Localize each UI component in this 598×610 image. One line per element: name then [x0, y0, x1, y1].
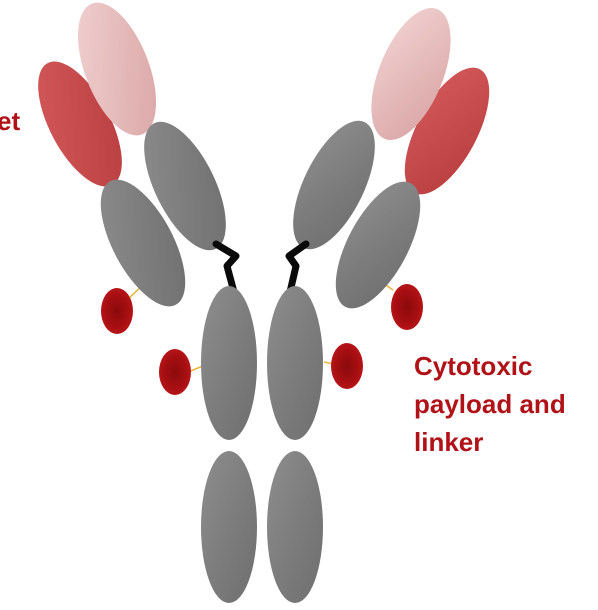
payload-label-line-1: Cytotoxic: [414, 351, 532, 381]
payload-label: Cytotoxic payload and linker: [414, 351, 566, 457]
left-fab: [21, 0, 243, 319]
red-drop-icon: [159, 349, 191, 395]
hinge-region: [216, 244, 306, 292]
fc-region: [201, 286, 323, 603]
fc-right-ch3-domain: [267, 451, 323, 603]
payload-label-line-3: linker: [414, 427, 483, 457]
payload-label-line-2: payload and: [414, 389, 566, 419]
fc-left-ch3-domain: [201, 451, 257, 603]
fc-left-ch2-domain: [201, 286, 257, 440]
right-fab: [276, 0, 506, 321]
right-hinge: [289, 244, 306, 292]
red-drop-icon: [391, 284, 423, 330]
red-drop-icon: [331, 343, 363, 389]
left-hinge: [216, 244, 236, 292]
target-label-partial: et: [0, 106, 20, 136]
fc-right-ch2-domain: [267, 286, 323, 440]
red-drop-icon: [101, 288, 133, 334]
payloads: [101, 284, 423, 395]
